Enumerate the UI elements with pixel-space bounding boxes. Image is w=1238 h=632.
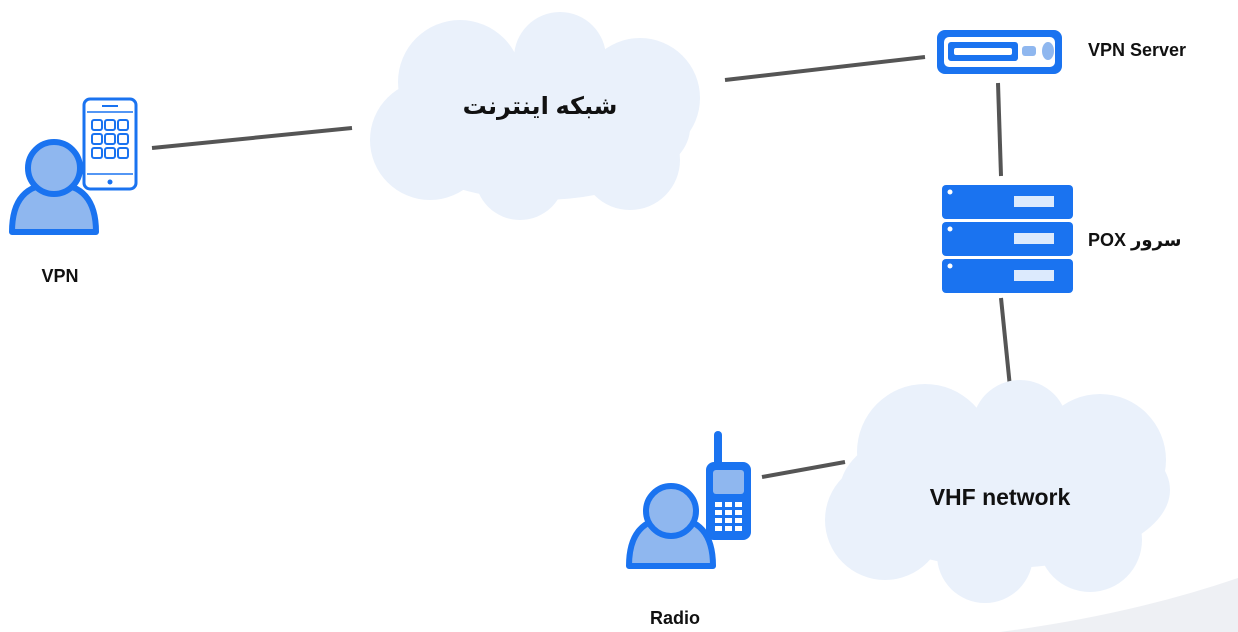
radio-user-label: Radio [649, 608, 700, 628]
pox-server-stack-icon [942, 185, 1073, 293]
pox-server-label: سرور POX [1088, 230, 1182, 250]
vhf-cloud [825, 380, 1170, 603]
edge-vpn-server-to-pox [996, 82, 1003, 177]
corner-decoration [1000, 578, 1238, 632]
vhf-cloud-label: VHF network [929, 484, 1071, 510]
vpn-user-label: VPN [41, 266, 79, 286]
vpn-user-icon [9, 139, 99, 235]
vpn-server-icon [937, 30, 1062, 74]
radio-user-icon [626, 483, 716, 569]
internet-cloud-label: شبکه اینترنت [462, 93, 618, 120]
connectors [151, 55, 1012, 479]
edge-pox-to-vhf [999, 297, 1012, 388]
edge-internet-to-vpn-server [724, 55, 926, 82]
smartphone-icon [82, 97, 138, 191]
edge-vhf-to-radio [761, 460, 846, 479]
edge-vpn-user-to-internet [151, 126, 353, 150]
walkie-talkie-icon [706, 431, 751, 540]
vpn-server-label: VPN Server [1088, 40, 1187, 60]
internet-cloud [370, 12, 700, 220]
